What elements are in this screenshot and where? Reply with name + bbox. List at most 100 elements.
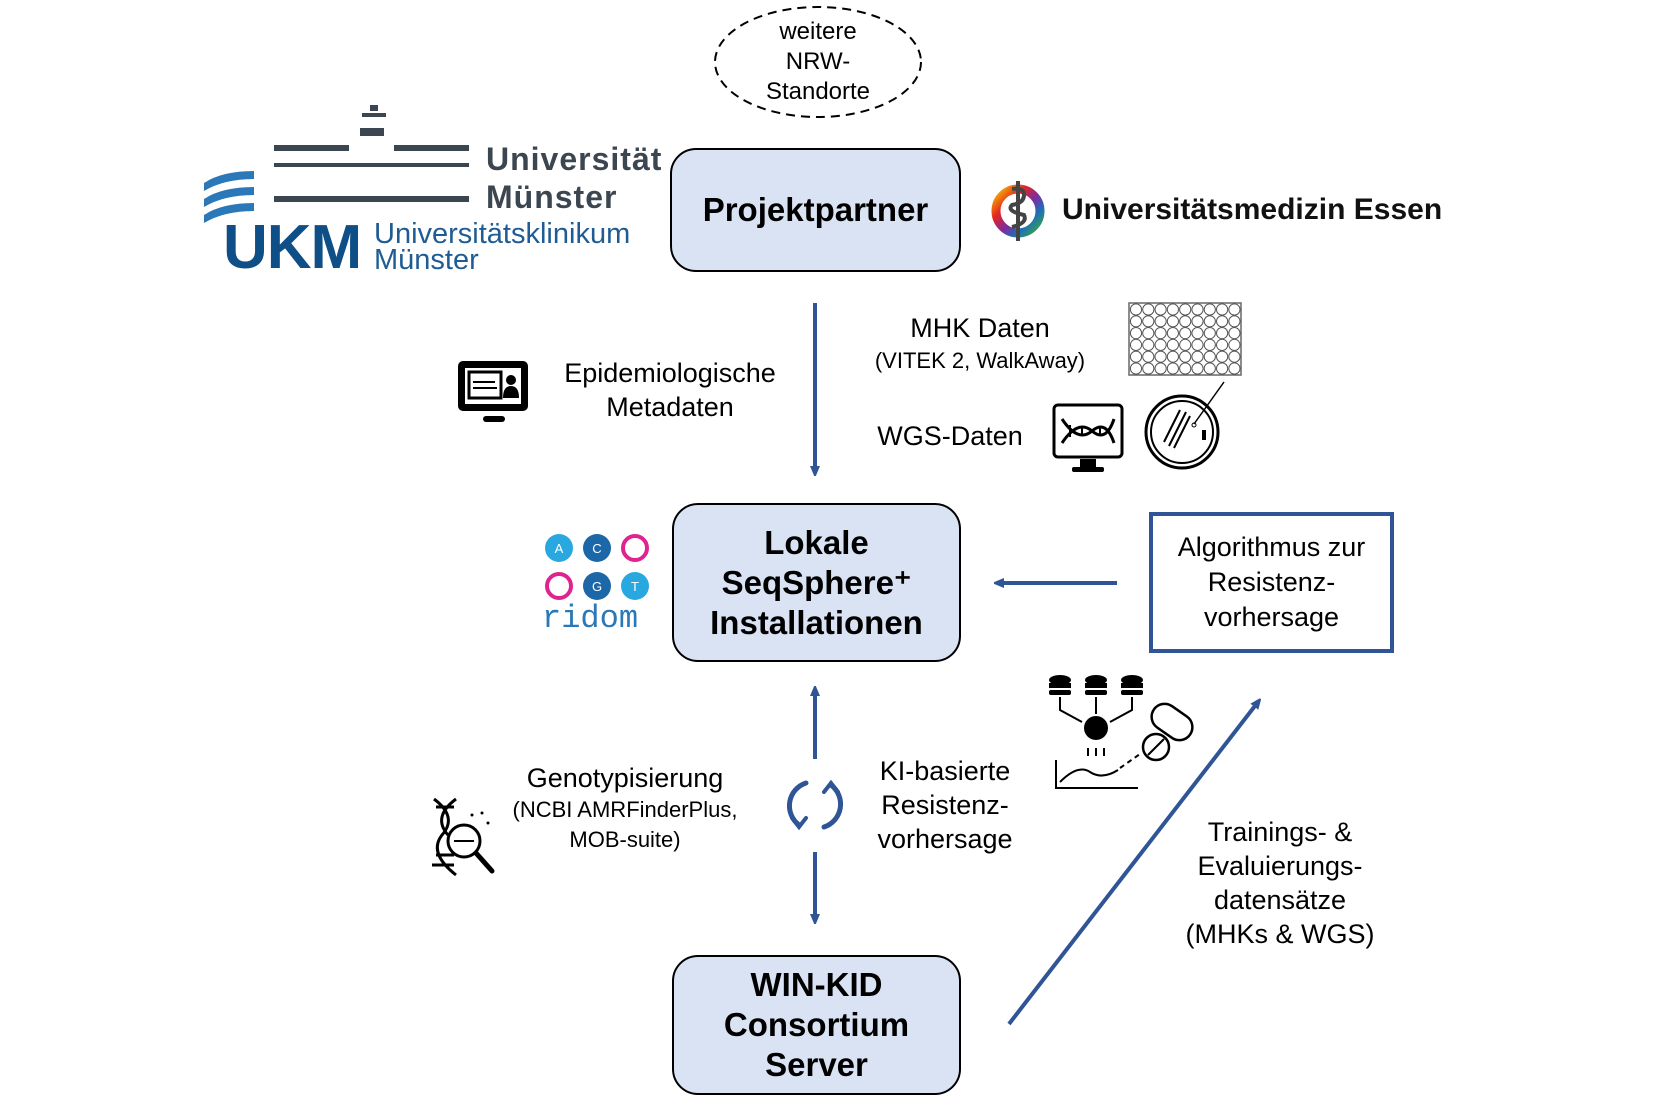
ellipse-line: Standorte	[765, 78, 871, 105]
well	[1191, 362, 1204, 375]
petri-dish-icon	[1144, 381, 1225, 470]
ai-model-icon	[1049, 675, 1143, 789]
server-line: WIN-KID	[750, 966, 883, 1003]
genotyp-subtitle-line: (NCBI AMRFinderPlus,	[512, 797, 738, 822]
nucleotide-t: T	[621, 572, 649, 600]
well	[1228, 338, 1241, 352]
lokale-line: Lokale	[764, 523, 869, 561]
ki-line: Resistenz-	[881, 790, 1009, 820]
well	[1191, 303, 1204, 316]
epidemiologische-line: Epidemiologische	[564, 358, 776, 388]
mhk-subtitle: (VITEK 2, WalkAway)	[874, 348, 1086, 373]
well	[1203, 303, 1216, 316]
uni-muenster-line: Universität	[486, 141, 663, 177]
ridom-wordmark: ridom	[542, 600, 639, 637]
nucleotide-a: A	[545, 534, 573, 562]
ukm-abbr: UKM	[223, 213, 362, 282]
nucleotide-c: C	[583, 534, 611, 562]
well	[1142, 327, 1155, 340]
ridom-logo: A C G T ridom	[540, 530, 660, 640]
well	[1179, 303, 1192, 316]
well	[1166, 303, 1180, 316]
well	[1142, 303, 1155, 316]
lokale-seqsphere-node: Lokale SeqSphere⁺ Installationen	[672, 503, 961, 662]
genotyp-subtitle-line: MOB-suite)	[569, 827, 681, 852]
algorithmus-line: vorhersage	[1203, 602, 1340, 632]
epidemiologische-line: Metadaten	[606, 392, 734, 422]
well	[1166, 338, 1180, 352]
well	[1142, 315, 1155, 328]
well	[1216, 327, 1229, 340]
well	[1191, 315, 1204, 328]
pills-icon	[1141, 702, 1194, 762]
ridom-ring	[621, 534, 649, 562]
mhk-title: MHK Daten	[910, 313, 1050, 343]
ki-line: vorhersage	[877, 824, 1013, 854]
well	[1142, 338, 1155, 352]
genotyp-title: Genotypisierung	[526, 763, 724, 793]
well	[1154, 350, 1167, 363]
well	[1216, 362, 1229, 375]
well	[1166, 327, 1180, 340]
well	[1129, 362, 1143, 375]
ukm-logo: Universität Münster UKM Universitätsklin…	[202, 105, 661, 279]
server-line: Consortium	[723, 1006, 910, 1043]
well	[1203, 315, 1216, 328]
well-plate-icon	[1128, 302, 1242, 376]
well	[1228, 315, 1241, 328]
well	[1191, 350, 1204, 363]
algorithmus-line: Resistenz-	[1207, 567, 1336, 597]
well	[1203, 362, 1216, 375]
winkid-server-node: WIN-KID Consortium Server	[672, 955, 961, 1095]
lokale-line: SeqSphere⁺	[721, 563, 912, 601]
well	[1216, 350, 1229, 363]
uni-muenster-emblem	[204, 105, 469, 223]
well	[1228, 327, 1241, 340]
well	[1179, 315, 1192, 328]
well	[1191, 338, 1204, 352]
lokale-line: Installationen	[710, 603, 923, 641]
well	[1154, 327, 1167, 340]
uni-muenster-line: Münster	[486, 179, 618, 215]
monitor-user-icon	[458, 361, 528, 422]
algorithmus-node: Algorithmus zur Resistenz- vorhersage	[1149, 512, 1394, 653]
well	[1179, 350, 1192, 363]
genotyp-subtitle: (NCBI AMRFinderPlus, MOB-suite)	[480, 795, 770, 855]
well	[1203, 327, 1216, 340]
ellipse-label: weitere NRW- Standorte	[748, 17, 888, 107]
well	[1166, 350, 1180, 363]
well	[1166, 315, 1180, 328]
well	[1154, 362, 1167, 375]
dashed-ellipse	[714, 6, 922, 118]
server-line: Server	[765, 1046, 868, 1083]
dna-search-icon	[432, 797, 495, 877]
ki-line: KI-basierte	[879, 756, 1011, 786]
training-line: Evaluierungs-	[1197, 851, 1363, 881]
ki-label: KI-basierte Resistenz- vorhersage	[855, 754, 1035, 856]
well	[1154, 303, 1167, 316]
well	[1129, 327, 1143, 340]
well	[1129, 350, 1143, 363]
ume-logo: Universitätsmedizin Essen	[988, 175, 1448, 245]
ellipse-line: NRW-	[785, 48, 851, 75]
well	[1142, 350, 1155, 363]
ume-emblem-icon	[991, 181, 1045, 241]
well	[1142, 362, 1155, 375]
well	[1166, 362, 1180, 375]
well	[1228, 350, 1241, 363]
ridom-ring	[545, 572, 573, 600]
well	[1203, 350, 1216, 363]
well	[1216, 315, 1229, 328]
well	[1191, 327, 1204, 340]
ukm-subtitle-line: Münster	[374, 244, 479, 276]
training-line: Trainings- &	[1207, 817, 1353, 847]
training-line: datensätze	[1213, 885, 1347, 915]
ume-name: Universitätsmedizin Essen	[1062, 193, 1443, 226]
cycle-icon	[787, 779, 843, 831]
epidemiologische-label: Epidemiologische Metadaten	[540, 356, 800, 424]
well	[1179, 338, 1192, 352]
well	[1203, 338, 1216, 352]
well	[1228, 303, 1241, 316]
algorithmus-line: Algorithmus zur	[1177, 532, 1366, 562]
